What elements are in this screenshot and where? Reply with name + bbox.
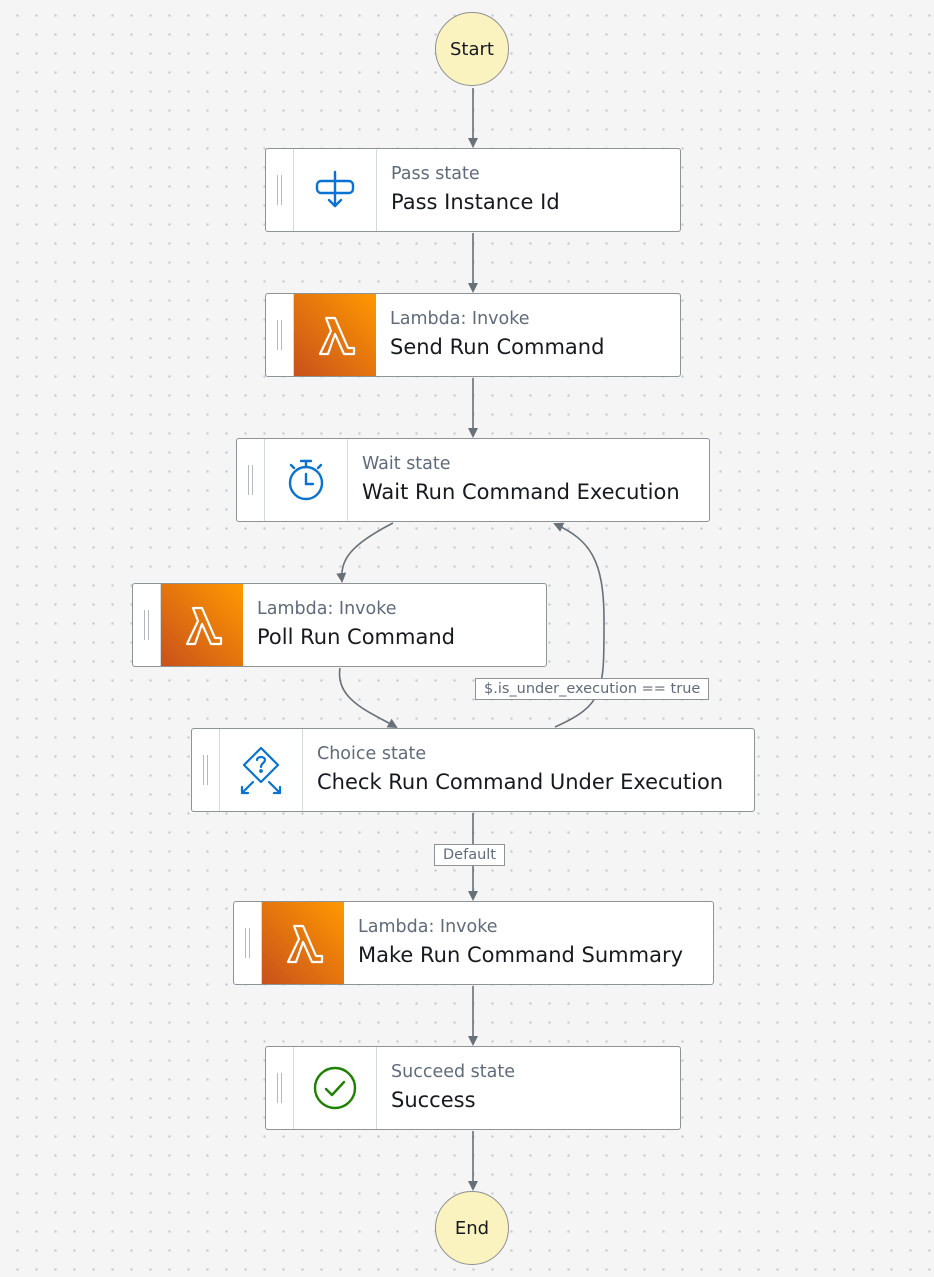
state-pass-instance-id[interactable]: Pass state Pass Instance Id <box>265 148 681 232</box>
state-name: Make Run Command Summary <box>358 943 684 967</box>
state-name: Pass Instance Id <box>391 190 560 214</box>
edge-label-default: Default <box>434 844 505 866</box>
lambda-icon <box>161 584 243 666</box>
state-success[interactable]: Succeed state Success <box>265 1046 681 1130</box>
state-check-run-command-under-execution[interactable]: Choice state Check Run Command Under Exe… <box>191 728 755 812</box>
state-name: Poll Run Command <box>257 625 455 649</box>
state-type: Lambda: Invoke <box>390 309 530 329</box>
drag-handle[interactable] <box>192 729 220 811</box>
state-name: Success <box>391 1088 476 1112</box>
state-wait-run-command-execution[interactable]: Wait state Wait Run Command Execution <box>236 438 710 522</box>
state-send-run-command[interactable]: Lambda: Invoke Send Run Command <box>265 293 681 377</box>
edge-poll-to-choice <box>338 667 398 728</box>
drag-handle[interactable] <box>266 149 294 231</box>
choice-icon <box>220 729 303 811</box>
end-label: End <box>454 1217 490 1239</box>
state-name: Wait Run Command Execution <box>362 480 680 504</box>
state-type: Succeed state <box>391 1062 515 1082</box>
state-poll-run-command[interactable]: Lambda: Invoke Poll Run Command <box>132 583 547 667</box>
start-label: Start <box>450 38 494 60</box>
state-type: Lambda: Invoke <box>257 599 397 619</box>
stopwatch-icon <box>265 439 348 521</box>
pass-icon <box>294 149 377 231</box>
drag-handle[interactable] <box>234 902 262 984</box>
state-type: Lambda: Invoke <box>358 917 498 937</box>
check-circle-icon <box>294 1047 377 1129</box>
state-make-run-command-summary[interactable]: Lambda: Invoke Make Run Command Summary <box>233 901 714 985</box>
state-name: Check Run Command Under Execution <box>317 770 724 794</box>
drag-handle[interactable] <box>266 1047 294 1129</box>
edge-label-loop-condition: $.is_under_execution == true <box>475 678 710 700</box>
state-type: Pass state <box>391 164 480 184</box>
edge-choice-loop-to-wait <box>553 522 605 728</box>
edge-wait-to-poll <box>336 522 394 583</box>
state-name: Send Run Command <box>390 335 605 359</box>
drag-handle[interactable] <box>266 294 294 376</box>
drag-handle[interactable] <box>133 584 161 666</box>
drag-handle[interactable] <box>237 439 265 521</box>
lambda-icon <box>262 902 344 984</box>
state-type: Wait state <box>362 454 451 474</box>
state-type: Choice state <box>317 744 427 764</box>
end-node[interactable]: End <box>435 1191 509 1265</box>
lambda-icon <box>294 294 376 376</box>
start-node[interactable]: Start <box>435 12 509 86</box>
